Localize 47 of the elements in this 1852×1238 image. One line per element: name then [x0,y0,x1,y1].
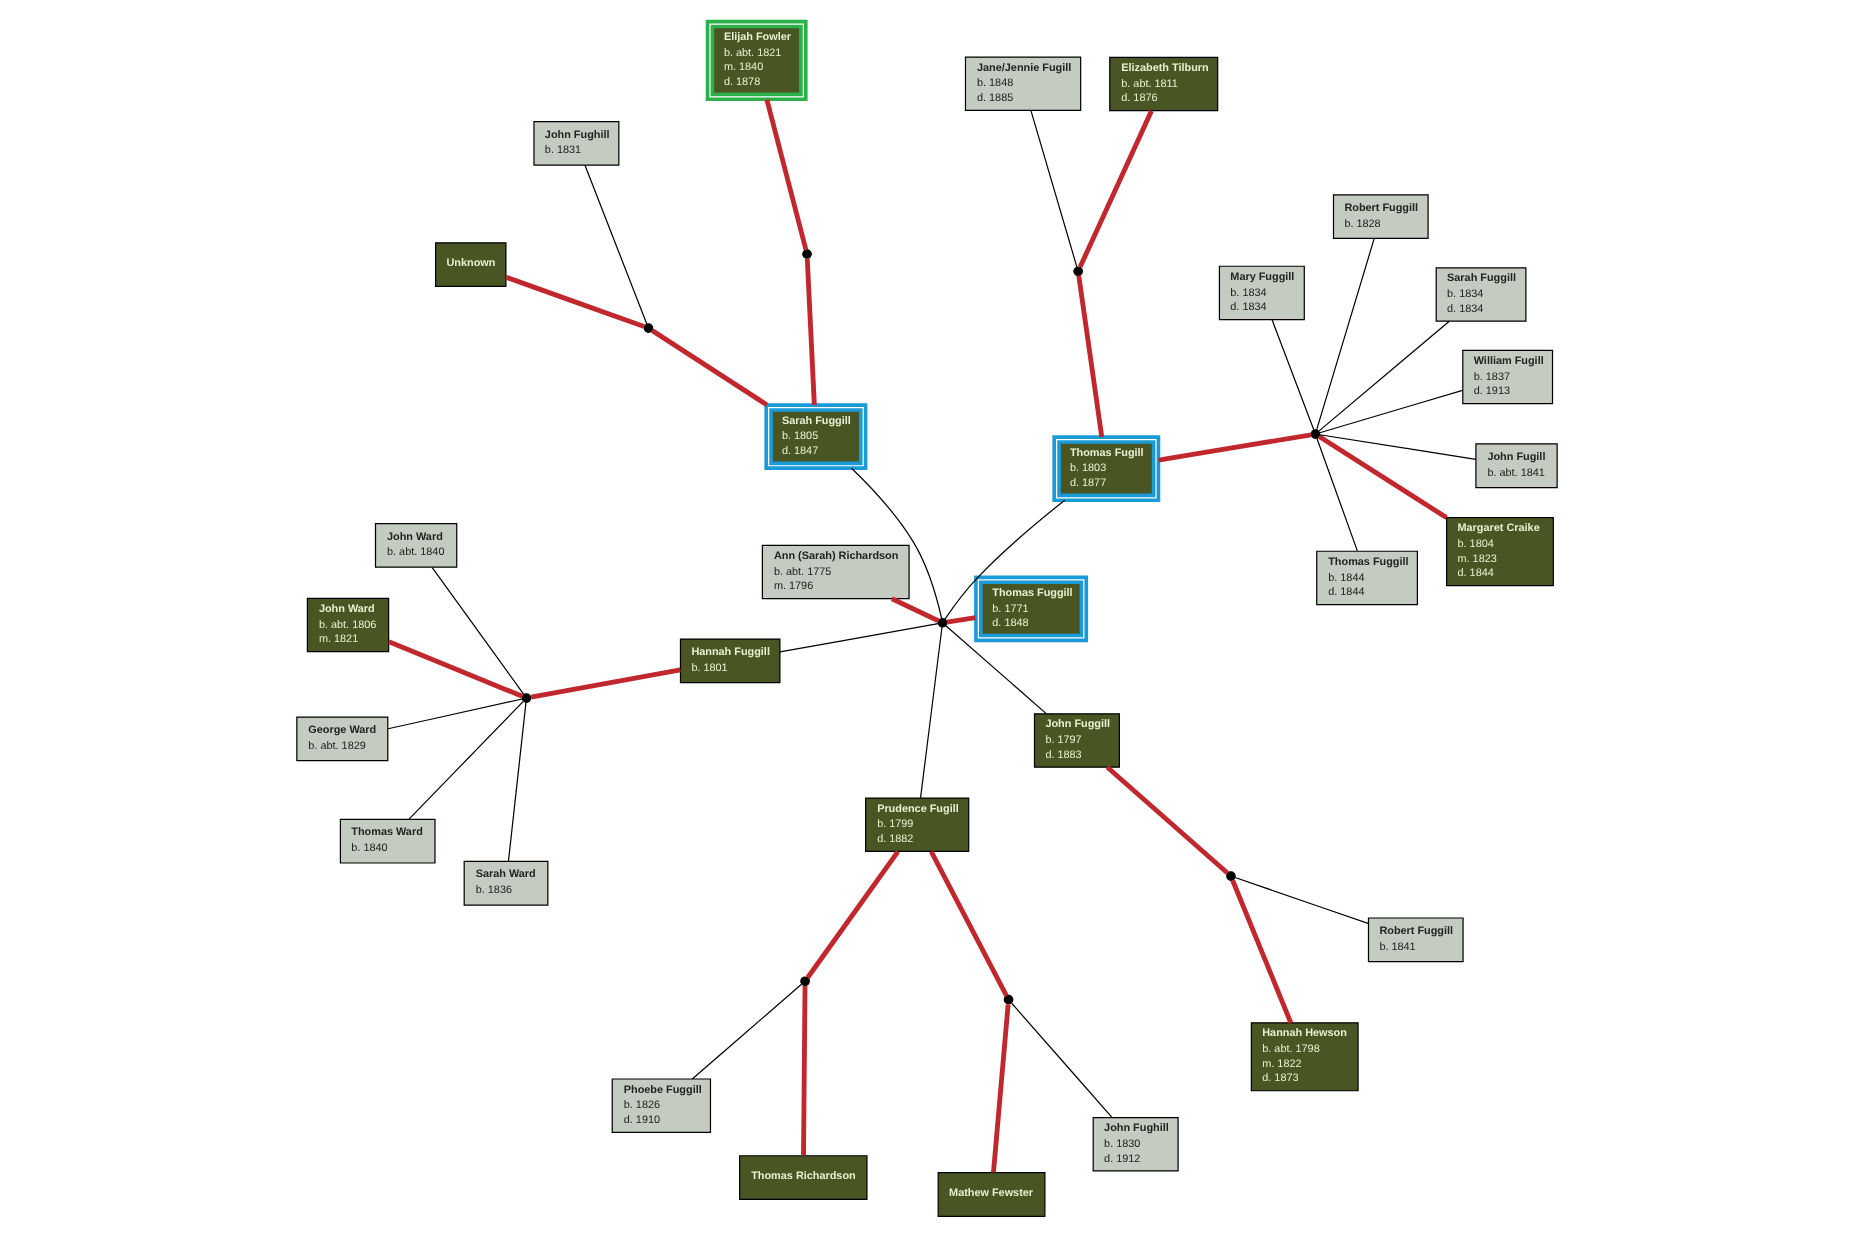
connector [778,622,938,653]
connector [763,99,808,251]
connector [1316,434,1447,520]
connector [928,850,1008,997]
node-circle [1072,266,1082,277]
connector [1010,1002,1112,1119]
connector [944,625,1046,715]
connector [1270,319,1314,431]
connector [387,639,523,699]
connector [800,985,807,1156]
node-circle [1225,871,1235,881]
connector [889,596,939,623]
connector [849,467,942,620]
connector [803,258,816,405]
connector [504,275,644,329]
node-circle [936,617,947,628]
connector [650,328,768,407]
connector [990,1004,1010,1173]
connector [386,698,522,730]
connector [1104,765,1229,875]
connector [583,164,647,325]
connector [943,499,1065,620]
connector [1317,320,1449,432]
connector [1229,879,1293,1024]
connector [1315,437,1357,552]
connector [529,667,680,700]
connector [945,615,975,625]
connector [1318,389,1463,434]
node-circle [801,249,811,259]
connector [506,702,526,862]
node-circle [799,976,809,987]
connector [1075,275,1104,438]
node-circle [520,693,531,703]
connector [804,850,899,979]
node-circle [1002,994,1013,1005]
connector [1029,110,1077,268]
node-circle [642,323,653,333]
connector [1076,109,1153,269]
connector [407,701,523,820]
connector [1315,238,1374,431]
connector [1318,434,1476,460]
connector [690,983,802,1080]
connector [430,567,524,695]
connector [918,626,942,799]
node-circle [1309,429,1320,439]
connector [1233,876,1368,924]
connector [1157,432,1311,463]
